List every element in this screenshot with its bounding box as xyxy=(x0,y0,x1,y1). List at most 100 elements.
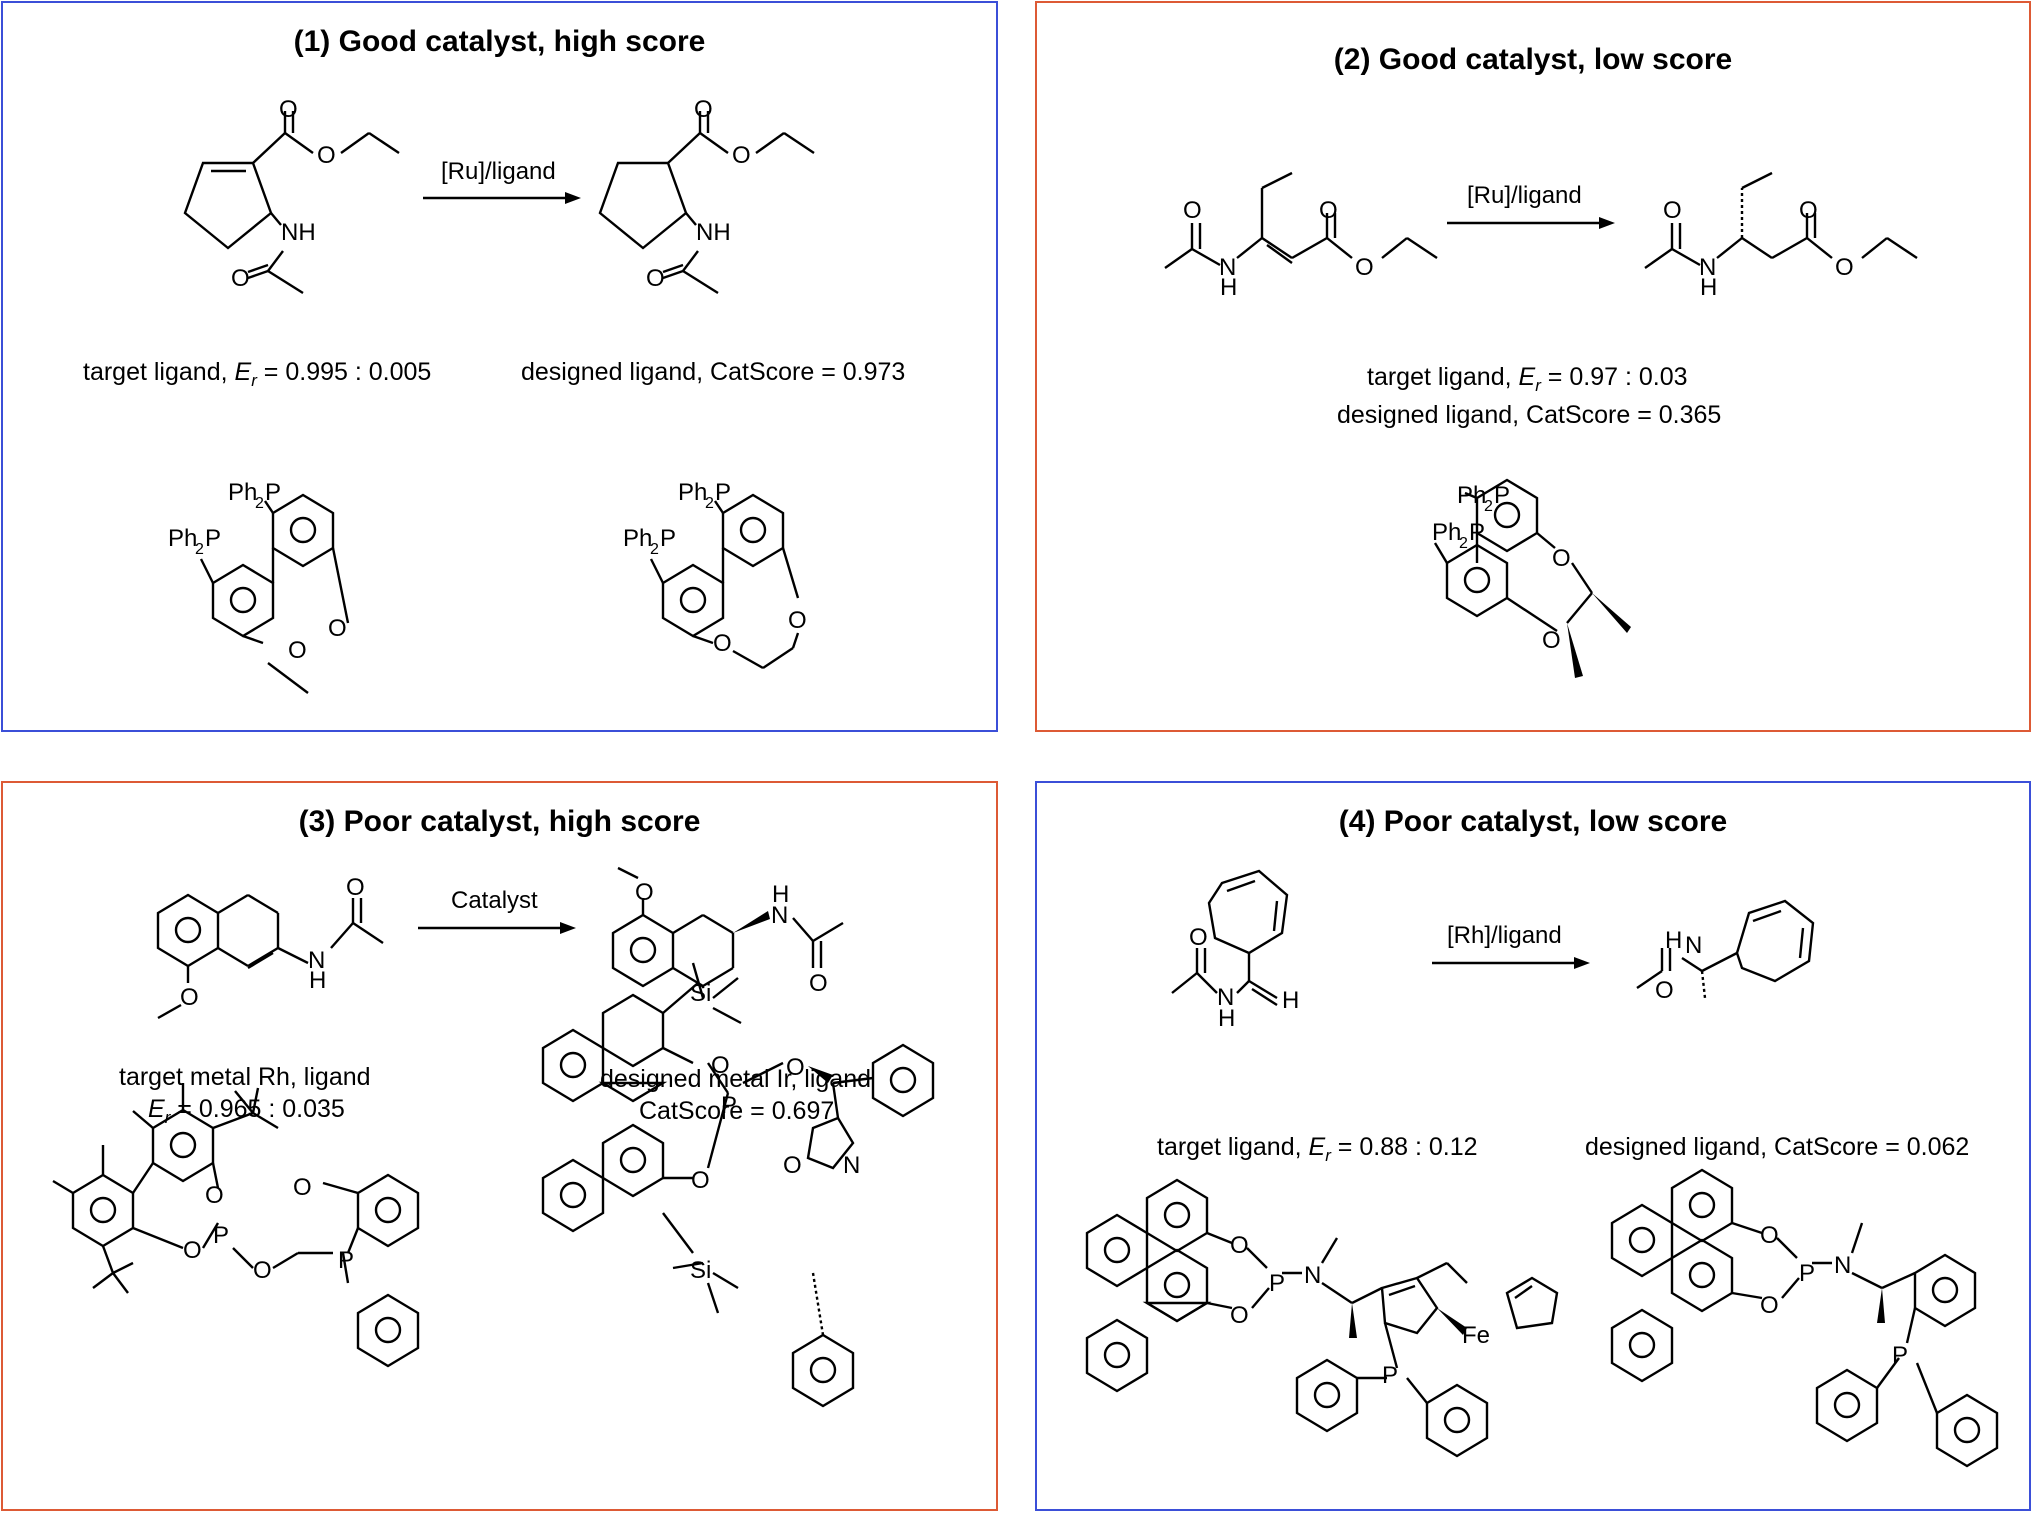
product-structure xyxy=(1636,899,1815,999)
atom-label: N xyxy=(1304,1262,1321,1289)
atom-label: O xyxy=(1760,1292,1779,1319)
product-structure xyxy=(598,111,815,295)
atom-label: P xyxy=(205,525,221,552)
atom-label: O xyxy=(1760,1222,1779,1249)
substrate-structure xyxy=(183,111,400,295)
atom-label: 2 xyxy=(1459,535,1468,552)
bond-shape xyxy=(1505,1276,1559,1330)
atom-label: N xyxy=(843,1152,860,1179)
reaction-scheme: O N H H [Rh]/ligand O N H xyxy=(1085,869,1999,1468)
atom-label: Fe xyxy=(1462,1322,1490,1349)
atom-label: H xyxy=(1700,274,1717,301)
bond-shape xyxy=(1567,623,1583,678)
panel-poor-catalyst-high-score: (3) Poor catalyst, high score O N H O Ca… xyxy=(1,781,998,1511)
target-ligand-structure xyxy=(1085,1178,1559,1458)
bond-shape xyxy=(601,1123,665,1198)
atom-label: NH xyxy=(281,219,316,246)
atom-label: P xyxy=(721,1092,737,1119)
bond-shape xyxy=(871,1043,935,1118)
atom-label: P xyxy=(1382,1362,1398,1389)
bond-shape xyxy=(1380,1276,1439,1335)
atom-label: O xyxy=(1183,197,1202,224)
atom-label: N xyxy=(308,947,325,974)
atom-label: O xyxy=(346,874,365,901)
atom-label: O xyxy=(288,637,307,664)
bond-shape xyxy=(806,1116,855,1170)
atom-label: H xyxy=(772,881,789,908)
product-structure xyxy=(611,866,844,988)
bond-shape xyxy=(156,893,220,968)
panel-title: (1) Good catalyst, high score xyxy=(293,25,706,58)
bond-shape xyxy=(1437,1308,1467,1335)
reaction-scheme: O N H O O [Ru]/ligand O N H O O xyxy=(1164,171,1918,678)
atom-label: O xyxy=(1552,545,1571,572)
target-ligand-label: target ligand, Er = 0.995 : 0.005 xyxy=(83,358,432,390)
atom-label: N xyxy=(1217,984,1234,1011)
atom-label: O xyxy=(788,607,807,634)
atom-label: H xyxy=(309,967,326,994)
panel-good-catalyst-low-score: (2) Good catalyst, low score O N H O O [… xyxy=(1035,1,2031,732)
atom-label: P xyxy=(715,479,731,506)
atom-label: 2 xyxy=(255,495,264,512)
arrow-label: [Ru]/ligand xyxy=(441,158,556,185)
atom-label: NH xyxy=(696,219,731,246)
bond-shape xyxy=(1574,957,1590,969)
atom-label: O xyxy=(231,265,250,292)
atom-label: O xyxy=(694,96,713,123)
bond-shape xyxy=(1913,1253,1977,1328)
bond-shape xyxy=(598,1081,668,1103)
atom-label: P xyxy=(1799,1260,1815,1287)
atom-label: O xyxy=(732,142,751,169)
atom-label: Ph xyxy=(678,479,707,506)
designed-ligand-label: designed ligand, CatScore = 0.973 xyxy=(521,358,906,386)
atom-label: P xyxy=(213,1222,229,1249)
bond-shape xyxy=(1295,1358,1359,1433)
target-ligand-label: target ligand, Er = 0.97 : 0.03 xyxy=(1367,363,1688,395)
atom-label: O xyxy=(691,1167,710,1194)
arrow-label: Catalyst xyxy=(451,887,538,914)
bond-shape xyxy=(565,192,581,204)
atom-label: O xyxy=(1230,1302,1249,1329)
bond-shape xyxy=(541,1028,605,1103)
atom-label: O xyxy=(1655,977,1674,1004)
atom-label: O xyxy=(1355,254,1374,281)
atom-label: Ph xyxy=(1457,482,1486,509)
atom-label: O xyxy=(1663,197,1682,224)
designed-ligand-structure xyxy=(1610,1168,1999,1468)
designed-ligand-catscore: CatScore = 0.697 xyxy=(639,1097,835,1125)
designed-ligand-label: designed ligand, CatScore = 0.062 xyxy=(1585,1133,1970,1161)
bond-shape xyxy=(611,913,675,988)
atom-label: O xyxy=(635,879,654,906)
target-ligand-structure xyxy=(199,493,350,694)
reaction-scheme: O N H O Catalyst O N H O xyxy=(52,866,935,1408)
atom-label: P xyxy=(1494,482,1510,509)
reaction-scheme: O O NH O [Ru]/ligand O O NH O xyxy=(168,96,815,694)
target-ligand-label-line1: target metal Rh, ligand xyxy=(119,1063,371,1091)
bond-shape xyxy=(1877,1288,1885,1323)
atom-label: O xyxy=(253,1257,272,1284)
bond-shape xyxy=(356,1173,420,1248)
bond-shape xyxy=(808,1066,833,1083)
atom-label: O xyxy=(317,142,336,169)
bond-shape xyxy=(1142,1301,1212,1323)
designed-ligand-structure xyxy=(1433,478,1631,678)
bond-shape xyxy=(1085,1213,1149,1288)
target-ligand-structure xyxy=(52,1083,420,1368)
atom-label: N xyxy=(1219,254,1236,281)
atom-label: O xyxy=(180,984,199,1011)
atom-label: O xyxy=(713,630,732,657)
bond-shape xyxy=(541,1158,605,1233)
substrate-structure xyxy=(1164,171,1438,269)
bond-shape xyxy=(1610,1203,1674,1278)
panel-title: (3) Poor catalyst, high score xyxy=(298,805,701,838)
bond-shape xyxy=(1349,1303,1357,1338)
atom-label: Ph xyxy=(1432,519,1461,546)
bond-shape xyxy=(661,563,725,638)
atom-label: Si xyxy=(690,1257,711,1284)
bond-shape xyxy=(356,1293,420,1368)
atom-label: H xyxy=(1282,987,1299,1014)
atom-label: O xyxy=(279,96,298,123)
bond-shape xyxy=(71,1173,135,1248)
bond-shape xyxy=(1610,1308,1674,1383)
atom-label: N xyxy=(1685,932,1702,959)
